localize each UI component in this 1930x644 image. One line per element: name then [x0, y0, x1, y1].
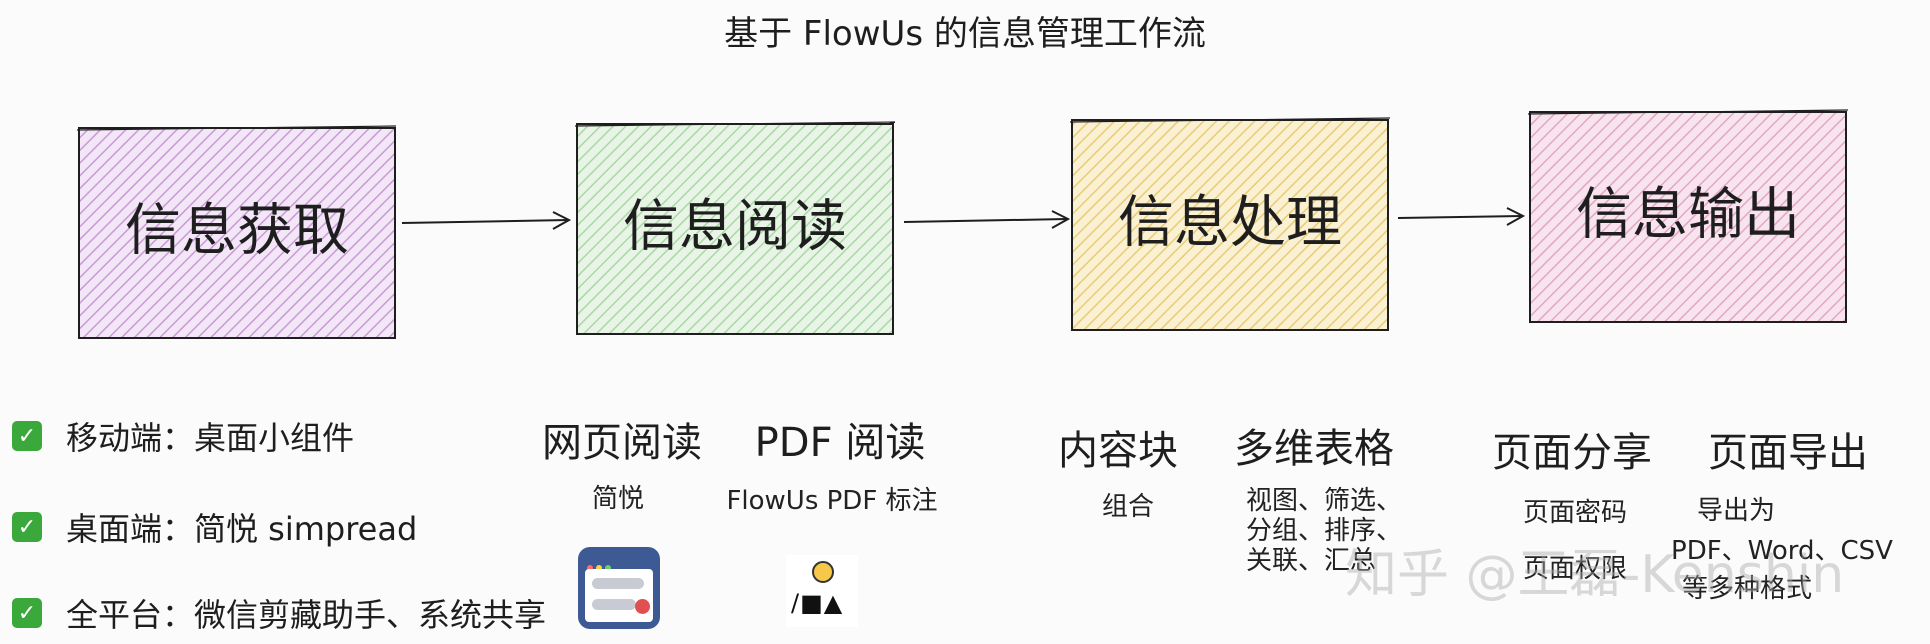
page-share-line: 页面密码	[1522, 498, 1628, 528]
multi-table-heading: 多维表格	[1234, 426, 1394, 472]
box-label-acquisition: 信息获取	[125, 198, 349, 264]
page-share-line: 页面权限	[1522, 554, 1628, 584]
page-export-line: 导出为	[1696, 496, 1776, 526]
content-block-heading: 内容块	[1058, 428, 1178, 474]
acquisition-item-mobile: ✓ 移动端：桌面小组件	[12, 413, 354, 459]
content-block-sub: 组合	[1101, 492, 1155, 522]
web-reading-heading: 网页阅读	[542, 420, 702, 466]
flowus-logo-icon: /■▲	[786, 555, 858, 627]
acquisition-item-text: 桌面端：简悦 simpread	[66, 510, 418, 548]
pdf-reading-sub: FlowUs PDF 标注	[726, 486, 938, 516]
check-icon: ✓	[12, 598, 42, 628]
check-icon: ✓	[12, 512, 42, 542]
box-info-reading	[574, 121, 896, 335]
check-icon: ✓	[12, 421, 42, 451]
page-export-line: PDF、Word、CSV	[1671, 536, 1893, 566]
table-feature-line: 分组、排序、	[1246, 516, 1403, 546]
acquisition-item-text: 全平台：微信剪藏助手、系统共享	[66, 596, 547, 634]
arrow-1	[401, 211, 572, 230]
page-share-heading: 页面分享	[1492, 430, 1652, 476]
table-feature-line: 关联、汇总	[1246, 546, 1377, 576]
page-export-line: 等多种格式	[1681, 574, 1813, 604]
box-info-acquisition	[76, 125, 397, 339]
watermark: 知乎 @王磊-Kenshin	[1345, 545, 1845, 605]
table-feature-line: 视图、筛选、	[1246, 486, 1403, 516]
web-reading-sub: 简悦	[591, 484, 645, 514]
box-label-processing: 信息处理	[1118, 190, 1342, 256]
diagram-title: 基于 FlowUs 的信息管理工作流	[724, 14, 1206, 54]
flowus-logo-shapes: /■▲	[791, 589, 844, 617]
arrow-2	[903, 210, 1071, 229]
box-info-processing	[1069, 117, 1391, 331]
acquisition-item-desktop: ✓ 桌面端：简悦 simpread	[12, 504, 417, 550]
box-label-output: 信息输出	[1576, 182, 1800, 248]
arrow-3	[1397, 207, 1526, 226]
box-label-reading: 信息阅读	[623, 194, 847, 260]
pdf-reading-heading: PDF 阅读	[754, 420, 926, 466]
acquisition-item-text: 移动端：桌面小组件	[66, 419, 355, 457]
page-export-heading: 页面导出	[1708, 430, 1868, 476]
box-info-output	[1527, 109, 1849, 323]
browser-icon	[578, 547, 660, 629]
multi-table-features: 视图、筛选、 分组、排序、 关联、汇总	[1246, 486, 1402, 576]
acquisition-item-all-platform: ✓ 全平台：微信剪藏助手、系统共享	[12, 590, 546, 636]
